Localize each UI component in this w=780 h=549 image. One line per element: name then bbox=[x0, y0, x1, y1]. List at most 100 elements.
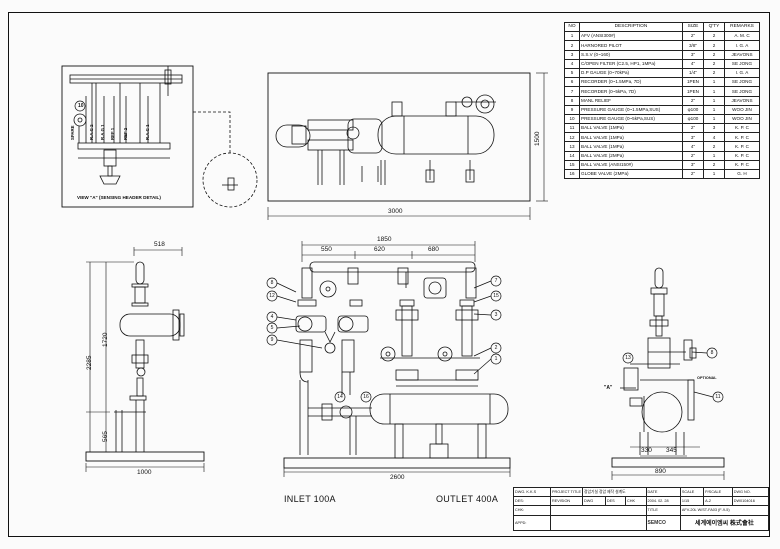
end-view-label: "A" bbox=[604, 385, 613, 391]
bom-qty: 2 bbox=[703, 49, 725, 60]
bom-qty: 3 bbox=[703, 123, 725, 134]
bom-size: φ100 bbox=[682, 113, 704, 125]
bom-size: 3" bbox=[682, 49, 704, 60]
side-view-base-dim: 1000 bbox=[137, 469, 152, 476]
bom-header-qty: Q'TY bbox=[703, 21, 725, 33]
tb-p-scale-label: P/SCALE bbox=[703, 486, 733, 498]
bom-remarks: JEAVONS bbox=[724, 95, 760, 106]
bom-description: BALL VALVE (1MPa) bbox=[579, 132, 683, 143]
bom-no: 7 bbox=[564, 86, 580, 97]
tb-revision-label: REVISION bbox=[550, 496, 583, 507]
bom-remarks: K. P. C bbox=[724, 159, 760, 171]
bom-header-size: SIZE bbox=[682, 21, 704, 33]
bom-description: BALL VALVE (1MPa) bbox=[579, 123, 683, 134]
top-view bbox=[267, 72, 548, 220]
tb-scale-label: SCALE bbox=[679, 486, 705, 498]
bom-qty: 1 bbox=[703, 113, 725, 125]
bom-no: 3 bbox=[564, 49, 580, 60]
callout-number: 1 bbox=[494, 356, 498, 362]
bom-no: 9 bbox=[564, 104, 580, 115]
bom-remarks: I. G. A bbox=[724, 40, 760, 51]
side-view-lower-dim: 565 bbox=[102, 431, 109, 442]
detail-tap-label: R.A.G 1 bbox=[100, 124, 105, 140]
bom-description: PRESSURE GAUGE (0~1.5MPa,SUS) bbox=[579, 104, 683, 115]
tb-chk-code: CHK bbox=[624, 496, 647, 507]
bom-header-description: DESCRIPTION bbox=[579, 21, 683, 33]
callout-number: 7 bbox=[494, 278, 498, 284]
callout-number: 8 bbox=[270, 280, 274, 286]
tb-des: DES: bbox=[513, 496, 551, 507]
tb-appd: APPD: bbox=[513, 514, 551, 531]
bom-no: 10 bbox=[564, 113, 580, 125]
bom-size: 2" bbox=[682, 150, 704, 161]
bom-no: 15 bbox=[564, 159, 580, 171]
detail-tap-label: REF 2 bbox=[123, 127, 128, 140]
bom-remarks: G. H bbox=[724, 168, 760, 180]
callout-number: 11 bbox=[715, 394, 721, 400]
bom-description: BALL VALVE (1MPa) bbox=[579, 141, 683, 152]
bom-remarks: SE JONG bbox=[724, 58, 760, 69]
detail-caption: VIEW "A" (SENSING HEADER DETAIL) bbox=[77, 195, 161, 200]
top-view-height-dim: 1500 bbox=[534, 131, 541, 146]
bom-remarks: K. P. C bbox=[724, 141, 760, 152]
callout-number: 16 bbox=[363, 394, 369, 400]
bom-remarks: I. G. A bbox=[724, 67, 760, 79]
tb-blank bbox=[550, 505, 647, 516]
bom-remarks: SE JONG bbox=[724, 86, 760, 97]
bom-no: 16 bbox=[564, 168, 580, 180]
bom-size: 3/8" bbox=[682, 40, 704, 51]
bom-remarks: A. M. C bbox=[724, 31, 760, 42]
side-view-upper-dim: 1720 bbox=[102, 332, 109, 347]
callout-number: 13 bbox=[625, 355, 631, 361]
bom-no: 5 bbox=[564, 67, 580, 79]
end-view-base-dim: 890 bbox=[655, 468, 666, 475]
detail-tap-label: R.A.G 1 bbox=[145, 124, 150, 140]
bom-description: BALL VALVE (ANSI150#) bbox=[579, 159, 683, 171]
bom-qty: 2 bbox=[703, 141, 725, 152]
bom-qty: 2 bbox=[703, 159, 725, 171]
side-view-total-dim: 2285 bbox=[86, 355, 93, 370]
bom-size: φ100 bbox=[682, 104, 704, 115]
tb-title: AFV-20L W/ST-FA03 (F-9-5) bbox=[679, 505, 770, 516]
detail-bubble bbox=[193, 111, 258, 208]
bom-qty: 2 bbox=[703, 67, 725, 79]
outlet-label: OUTLET 400A bbox=[436, 494, 499, 504]
tb-logo: SEMCO bbox=[645, 514, 681, 531]
bom-header-no: NO bbox=[564, 21, 580, 33]
bom-qty: 4 bbox=[703, 132, 725, 143]
bom-size: 3" bbox=[682, 159, 704, 171]
bom-no: 14 bbox=[564, 150, 580, 161]
callout-number: 9 bbox=[270, 337, 274, 343]
bom-description: RECORDER (0~1.5MPa, 7D) bbox=[579, 77, 683, 88]
bom-description: MANL RELIEF bbox=[579, 95, 683, 106]
bom-remarks: K. P. C bbox=[724, 150, 760, 161]
end-view bbox=[611, 267, 725, 480]
front-view-seg-3: 680 bbox=[428, 246, 439, 253]
bom-qty: 1 bbox=[703, 77, 725, 88]
detail-tap-label: REF 1 bbox=[110, 127, 115, 140]
tb-dwg-no: DW0104016 bbox=[731, 496, 770, 507]
bom-description: HARNORED PILOT bbox=[579, 40, 683, 51]
bom-size: 4" bbox=[682, 141, 704, 152]
bom-size: 4" bbox=[682, 58, 704, 69]
bom-no: 11 bbox=[564, 123, 580, 134]
tb-blank-2 bbox=[550, 514, 647, 531]
tb-company: 세계에이엠씨 株式會社 bbox=[679, 514, 770, 531]
bom-remarks: K. P. C bbox=[724, 123, 760, 134]
bom-description: RECORDER (0~5kPa, 7D) bbox=[579, 86, 683, 97]
top-view-width-dim: 3000 bbox=[388, 208, 403, 215]
callout-number: 14 bbox=[337, 394, 343, 400]
tb-scale: 1/15 bbox=[679, 496, 705, 507]
end-view-dim-1: 330 bbox=[641, 447, 652, 454]
